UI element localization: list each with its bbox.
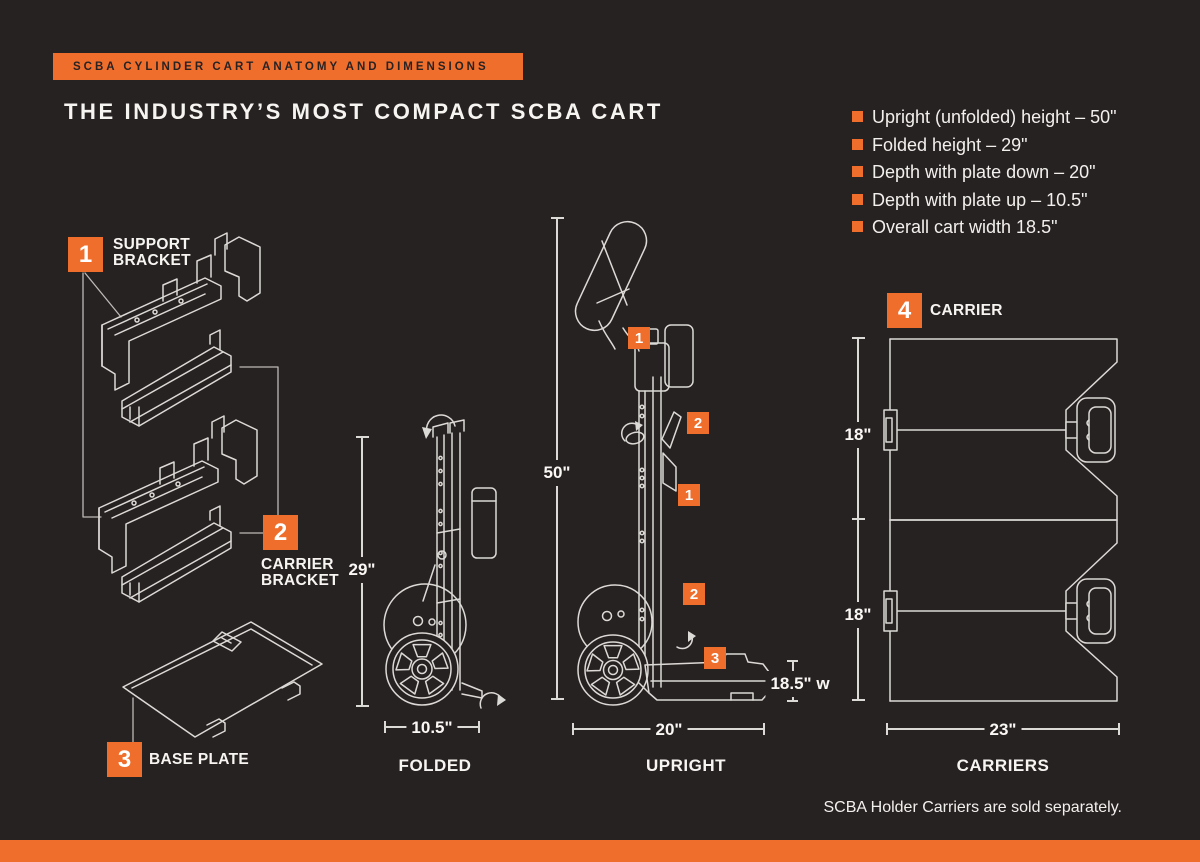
dim-tick <box>886 723 888 735</box>
page-title: THE INDUSTRY’S MOST COMPACT SCBA CART <box>64 99 663 124</box>
dim-tick <box>572 723 574 735</box>
upright-depth-label: 20" <box>650 717 688 743</box>
exploded-parts-drawing <box>82 232 323 743</box>
badge-support-bracket-callout: 1 <box>628 327 650 349</box>
dim-tick <box>787 700 798 702</box>
base-plate-drawing <box>122 621 323 738</box>
dim-tick <box>356 436 369 438</box>
dim-tick <box>852 337 865 339</box>
folded-caption: FOLDED <box>398 756 472 775</box>
square-bullet-icon <box>852 221 863 232</box>
header-banner: SCBA CYLINDER CART ANATOMY AND DIMENSION… <box>53 53 523 80</box>
badge-carrier-bracket-callout: 2 <box>683 583 705 605</box>
badge-base-plate-callout: 3 <box>704 647 726 669</box>
carriers-drawing <box>883 338 1118 702</box>
square-bullet-icon <box>852 138 863 150</box>
square-bullet-icon <box>852 193 863 205</box>
wheel-drawing <box>385 632 459 706</box>
wheel-drawing <box>577 634 649 706</box>
dim-tick <box>384 721 386 733</box>
support-bracket-label: SUPPORT BRACKET <box>113 236 191 269</box>
rotation-arrow-icon <box>676 631 696 650</box>
dim-tick <box>1118 723 1120 735</box>
square-bullet-icon <box>852 111 863 122</box>
upright-height-label: 50" <box>538 460 576 486</box>
badge-carrier-bracket-callout: 2 <box>687 412 709 434</box>
rotation-arrow-icon <box>422 414 456 439</box>
upright-caption: UPRIGHT <box>646 756 726 775</box>
carriers-caption: CARRIERS <box>956 756 1050 775</box>
carrier-height-label-bottom: 18" <box>839 602 877 628</box>
folded-width-label: 10.5" <box>406 715 458 741</box>
carrier-label: CARRIER <box>930 302 1003 319</box>
badge-support-bracket-callout: 1 <box>678 484 700 506</box>
spec-list: Upright (unfolded) height – 50" Folded h… <box>852 106 1117 244</box>
folded-cart-drawing <box>383 414 506 709</box>
spec-item: Upright (unfolded) height – 50" <box>852 106 1117 134</box>
folded-height-label: 29" <box>343 557 381 583</box>
badge-carrier: 4 <box>887 293 922 328</box>
rotation-arrow-icon <box>479 692 506 709</box>
rotation-arrow-icon <box>621 421 643 442</box>
upright-cart-drawing <box>574 220 770 706</box>
dim-tick <box>852 518 865 520</box>
dim-tick <box>478 721 480 733</box>
upright-width-label: 18.5" w <box>765 671 835 697</box>
header-banner-text: SCBA CYLINDER CART ANATOMY AND DIMENSION… <box>73 60 489 73</box>
square-bullet-icon <box>852 166 863 177</box>
dim-tick <box>763 723 765 735</box>
dim-tick <box>356 705 369 707</box>
dim-tick <box>787 660 798 662</box>
spec-item: Overall cart width 18.5" <box>852 216 1117 244</box>
spec-item: Folded height – 29" <box>852 134 1117 162</box>
spec-item: Depth with plate up – 10.5" <box>852 189 1117 217</box>
dim-tick <box>551 698 564 700</box>
spec-item: Depth with plate down – 20" <box>852 161 1117 189</box>
badge-carrier-bracket: 2 <box>263 515 298 550</box>
footnote: SCBA Holder Carriers are sold separately… <box>823 799 1123 816</box>
dim-line-50 <box>556 218 558 700</box>
carriers-width-label: 23" <box>984 717 1022 743</box>
footer-accent-bar <box>0 840 1200 862</box>
dim-tick <box>551 217 564 219</box>
dim-tick <box>852 699 865 701</box>
carrier-height-label-top: 18" <box>839 422 877 448</box>
badge-support-bracket: 1 <box>68 237 103 272</box>
base-plate-label: BASE PLATE <box>149 751 250 768</box>
carrier-bracket-label: CARRIER BRACKET <box>261 556 339 589</box>
badge-base-plate: 3 <box>107 742 142 777</box>
